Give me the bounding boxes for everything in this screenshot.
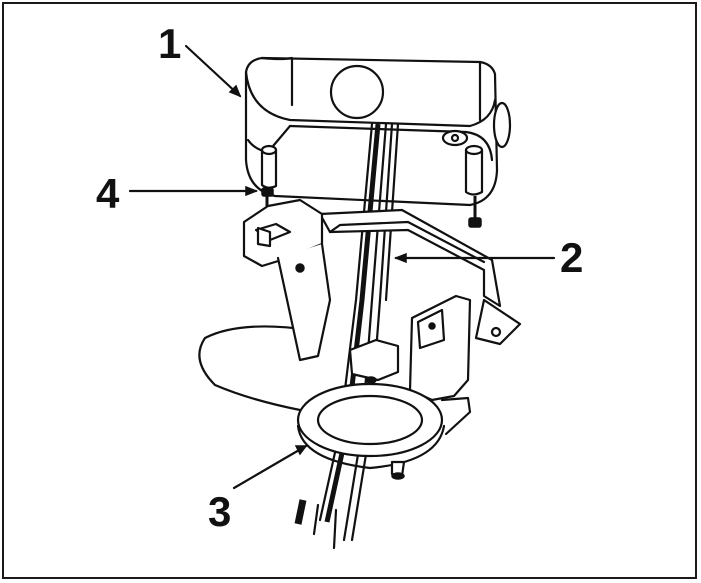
- knockout-circle: [329, 64, 385, 120]
- callout-1: 1: [158, 20, 181, 67]
- callout-2: 2: [560, 234, 583, 281]
- socket-housing: [296, 294, 472, 480]
- callout-3: 3: [208, 488, 231, 535]
- callout-leaders: [128, 44, 556, 490]
- screw-right: [468, 196, 482, 228]
- callout-4: 4: [96, 170, 120, 217]
